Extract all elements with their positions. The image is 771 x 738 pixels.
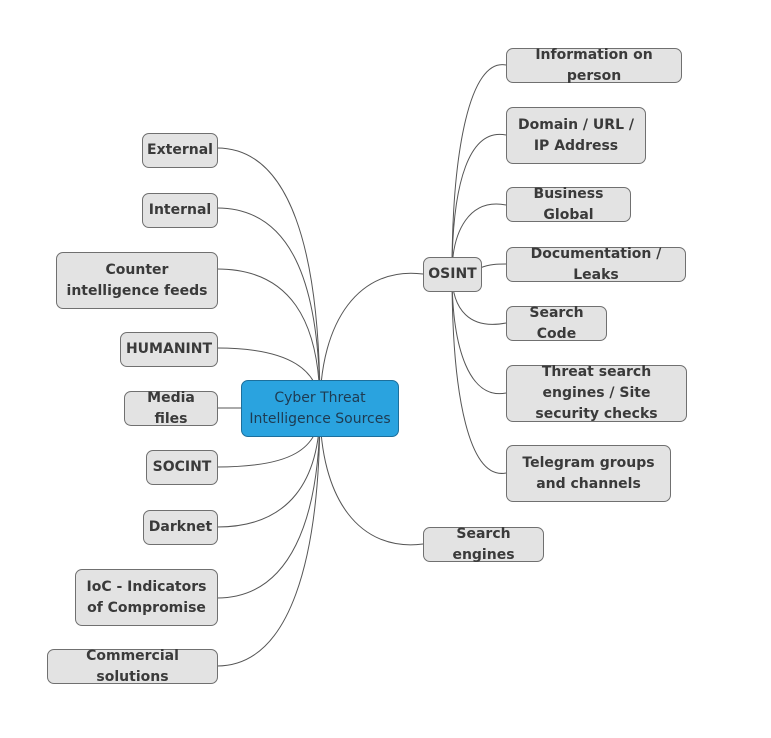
edge-documentation-leaks <box>479 263 507 269</box>
node-search-code[interactable]: Search Code <box>506 305 607 342</box>
edge-commercial-solutions <box>216 407 321 667</box>
node-osint[interactable]: OSINT <box>423 257 482 292</box>
node-threat-search-engines[interactable]: Threat search engines / Site security ch… <box>506 364 687 422</box>
node-business-global[interactable]: Business Global <box>506 186 631 223</box>
central-topic[interactable]: Cyber Threat Intelligence Sources <box>241 380 399 437</box>
edge-ioc <box>216 407 321 599</box>
node-internal[interactable]: Internal <box>142 193 218 228</box>
node-commercial-solutions[interactable]: Commercial solutions <box>47 648 218 685</box>
node-humanint[interactable]: HUMANINT <box>120 332 218 367</box>
edge-information-on-person <box>451 64 507 275</box>
edge-domain-url-ip <box>451 133 507 275</box>
edge-osint <box>319 272 424 409</box>
node-telegram-groups[interactable]: Telegram groups and channels <box>506 445 671 502</box>
edge-telegram-groups <box>451 273 507 474</box>
edge-counter-intelligence-feeds <box>216 268 321 409</box>
edge-internal <box>216 207 321 409</box>
node-documentation-leaks[interactable]: Documentation / Leaks <box>506 246 686 283</box>
edge-threat-search-engines <box>451 273 507 395</box>
node-media-files[interactable]: Media files <box>124 390 218 427</box>
node-ioc[interactable]: IoC - Indicators of Compromise <box>75 569 218 626</box>
node-external[interactable]: External <box>142 133 218 168</box>
node-counter-intelligence-feeds[interactable]: Counter intelligence feeds <box>56 252 218 309</box>
node-search-engines[interactable]: Search engines <box>423 526 544 563</box>
node-information-on-person[interactable]: Information on person <box>506 47 682 84</box>
edge-external <box>216 147 321 409</box>
node-domain-url-ip[interactable]: Domain / URL / IP Address <box>506 107 646 164</box>
node-darknet[interactable]: Darknet <box>143 510 218 545</box>
edge-search-engines <box>319 407 424 546</box>
node-socint[interactable]: SOCINT <box>146 450 218 485</box>
